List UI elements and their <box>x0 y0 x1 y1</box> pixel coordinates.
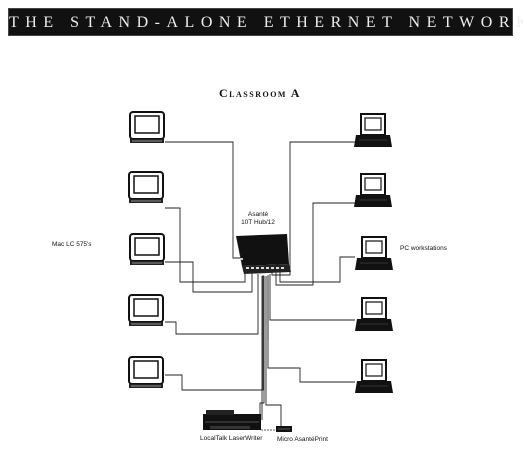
print-server-label: Micro AsantéPrint <box>277 436 328 443</box>
banner-title: THE STAND-ALONE ETHERNET NETWORK <box>9 14 523 31</box>
cable-pc-5 <box>267 275 355 383</box>
cable-pc-1 <box>271 141 355 276</box>
pc-workstation-icon <box>354 359 394 394</box>
mac-computer-icon <box>128 171 164 204</box>
pc-group-label: PC workstations <box>400 245 447 252</box>
pc-workstation-icon <box>354 236 394 271</box>
mac-computer-icon <box>129 111 165 144</box>
pc-workstation-icon <box>354 297 394 332</box>
cable-mac-5 <box>165 275 264 391</box>
cable-pc-4 <box>269 274 355 321</box>
title-banner: THE STAND-ALONE ETHERNET NETWORK <box>8 8 523 36</box>
cable-mac-4 <box>165 274 259 335</box>
cable-print-server <box>265 276 282 428</box>
hub-model: 10T Hub/12 <box>241 219 275 226</box>
printer-label: LocalTalk LaserWriter <box>200 435 263 442</box>
mac-group-label: Mac LC 575's <box>52 241 92 248</box>
cable-mac-1 <box>165 141 245 268</box>
print-server-icon <box>276 426 292 432</box>
mac-computer-icon <box>128 356 164 389</box>
cable-pc-2 <box>275 202 355 286</box>
mac-computer-icon <box>129 233 165 266</box>
laserwriter-printer-icon <box>203 410 261 430</box>
pc-workstation-icon <box>353 113 393 148</box>
pc-workstation-icon <box>353 173 393 208</box>
cables <box>165 141 355 428</box>
hub-label: Asanté 10T Hub/12 <box>236 211 280 227</box>
cable-mac-2 <box>165 207 246 283</box>
hub-brand: Asanté <box>247 211 269 218</box>
mac-computer-icon <box>128 294 164 327</box>
room-title: Classroom A <box>219 86 301 100</box>
cable-mac-3 <box>165 261 253 293</box>
ethernet-hub-icon <box>236 234 291 274</box>
cable-pc-3 <box>279 256 355 283</box>
